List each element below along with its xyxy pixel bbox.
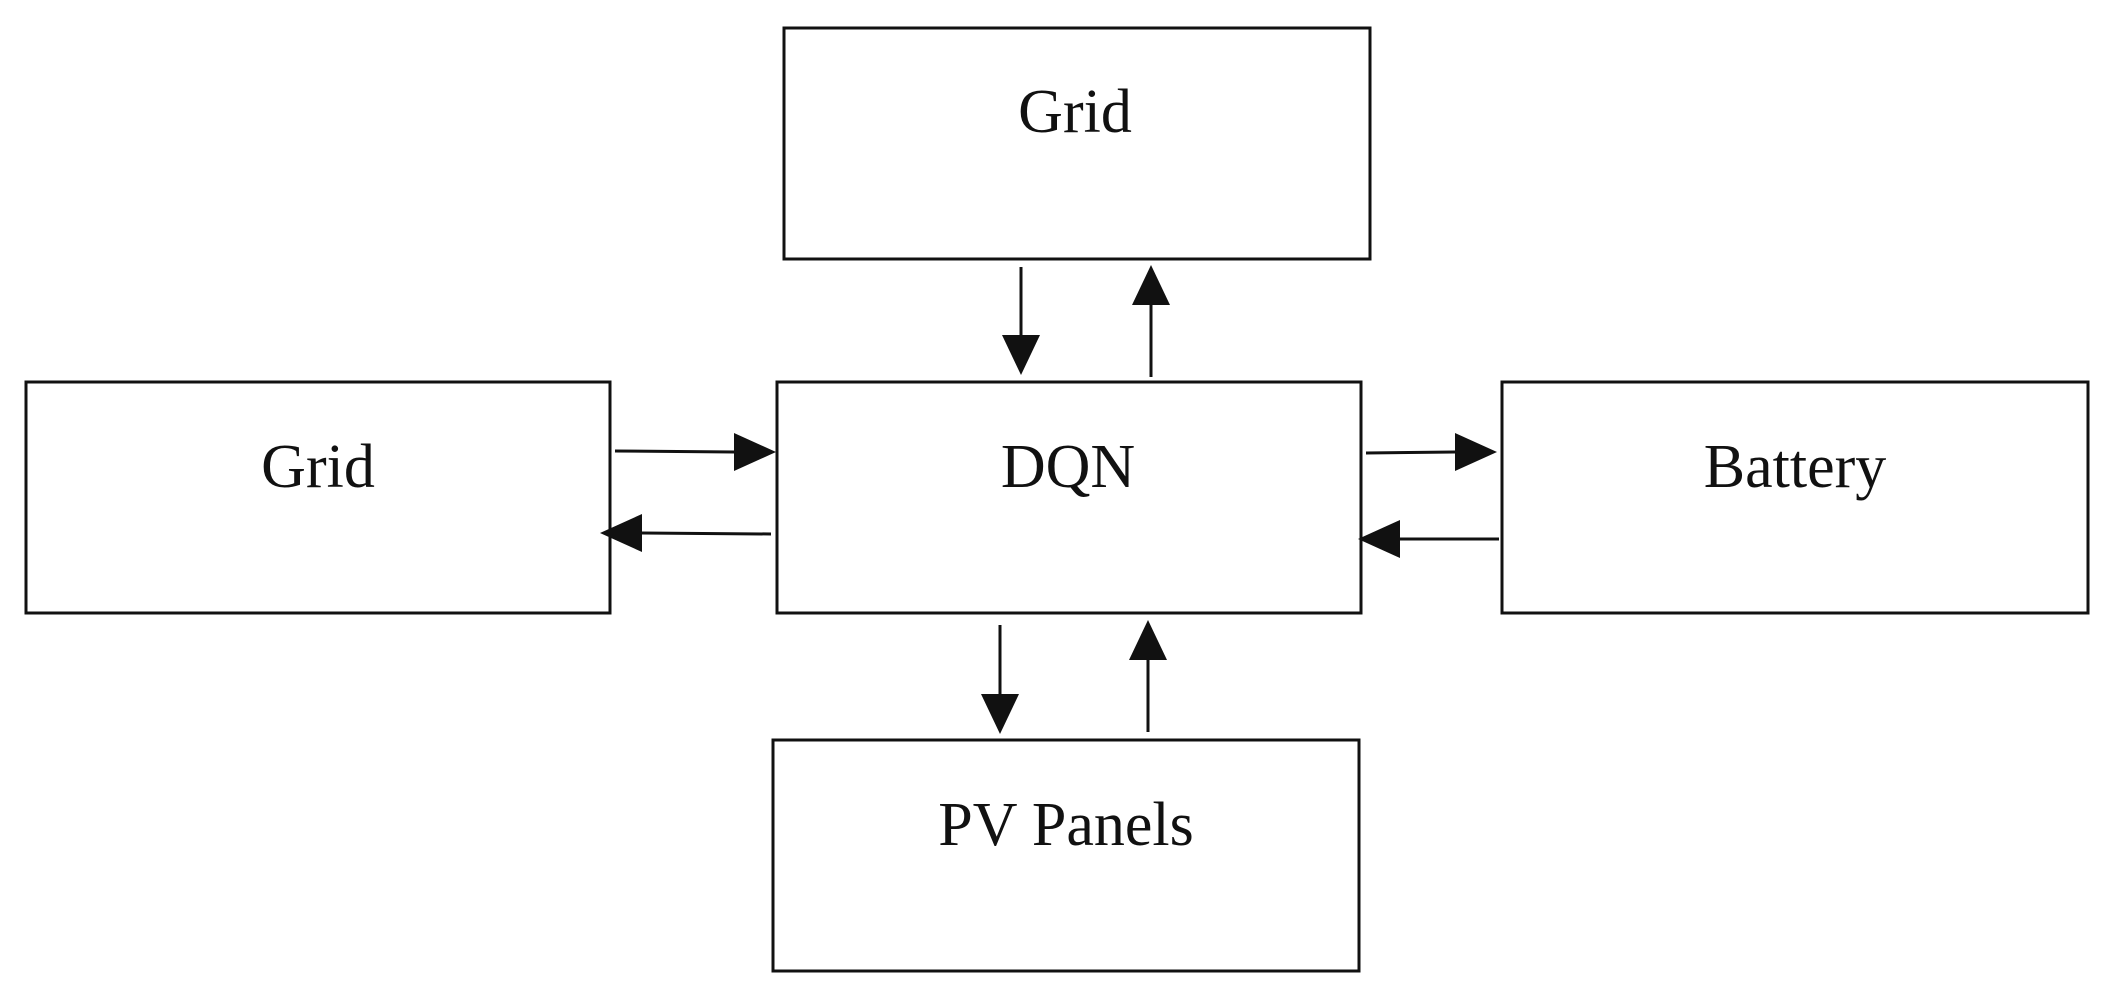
- arrow-dqn-to-grid-top-head: [1132, 265, 1170, 305]
- grid-top-box: [782, 26, 1372, 261]
- arrow-dqn-to-grid-left-head: [600, 514, 642, 552]
- arrow-dqn-to-pv-panels: [981, 625, 1019, 734]
- arrow-dqn-to-grid-left: [600, 514, 772, 552]
- dqn-node: DQN: [775, 380, 1363, 615]
- arrow-grid-top-to-dqn-head: [1002, 335, 1040, 375]
- arrow-pv-panels-to-dqn: [1129, 620, 1167, 732]
- arrow-dqn-to-pv-panels-head: [981, 694, 1019, 734]
- arrow-dqn-to-battery: [1365, 433, 1497, 471]
- pv-panels-box: [771, 738, 1361, 973]
- arrow-grid-left-to-dqn: [614, 433, 776, 471]
- battery-node: Battery: [1500, 380, 2090, 615]
- arrow-dqn-to-grid-left-shaft: [641, 531, 772, 536]
- grid-left-node: Grid: [24, 380, 612, 615]
- pv-panels-node: PV Panels: [771, 738, 1361, 973]
- grid-left-box: [24, 380, 612, 615]
- arrow-pv-panels-to-dqn-head: [1129, 620, 1167, 660]
- pv-panels-label: PV Panels: [938, 791, 1194, 859]
- arrow-grid-left-to-dqn-shaft: [614, 449, 735, 454]
- battery-label: Battery: [1704, 433, 1887, 501]
- arrow-battery-to-dqn-head: [1358, 520, 1400, 558]
- arrow-dqn-to-grid-top: [1132, 265, 1170, 377]
- dqn-label: DQN: [1001, 433, 1135, 501]
- arrow-grid-left-to-dqn-head: [734, 433, 776, 471]
- arrow-dqn-to-battery-head: [1455, 433, 1497, 471]
- dqn-box: [775, 380, 1363, 615]
- arrow-battery-to-dqn: [1358, 520, 1499, 558]
- grid-top-node: Grid: [782, 26, 1372, 261]
- grid-top-label: Grid: [1018, 78, 1132, 146]
- arrow-dqn-to-battery-shaft: [1365, 450, 1456, 455]
- arrow-grid-top-to-dqn: [1002, 267, 1040, 375]
- grid-left-label: Grid: [261, 433, 375, 501]
- battery-box: [1500, 380, 2090, 615]
